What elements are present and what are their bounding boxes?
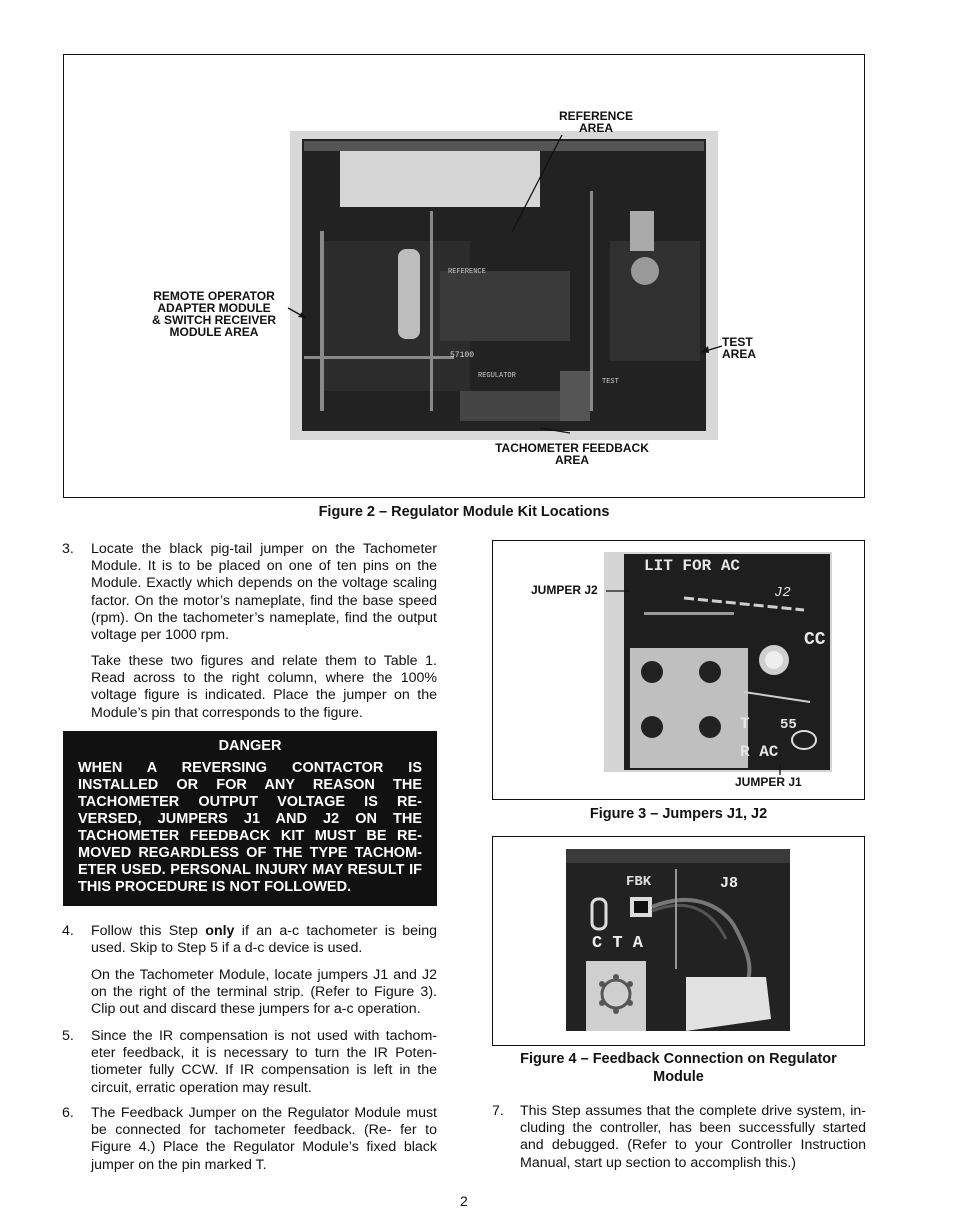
- figure-4-frame: [492, 836, 865, 1046]
- label-remote-operator-area: REMOTE OPERATOR ADAPTER MODULE & SWITCH …: [151, 289, 276, 339]
- danger-title: DANGER: [218, 738, 282, 754]
- figure-2-leader-lines: [287, 134, 723, 434]
- step-6-paragraph: The Feedback Jumper on the Regulator Mod…: [91, 1105, 437, 1173]
- label-tachometer-feedback-area: TACHOMETER FEEDBACK AREA: [495, 441, 649, 467]
- step-4-paragraph-1: Follow this Step only if an a-c tachomet…: [91, 923, 437, 957]
- photo-text-test: TEST: [602, 378, 619, 386]
- photo-text-cta: C T A: [592, 934, 644, 953]
- photo-text-j2: J2: [774, 585, 791, 601]
- photo-text-j8: J8: [720, 875, 738, 892]
- photo-text-rac: R AC: [740, 743, 779, 761]
- step-5-number: 5.: [62, 1028, 74, 1044]
- step-3-paragraph-1: Locate the black pig-tail jumper on the …: [91, 541, 437, 644]
- photo-text-part: 57100: [450, 351, 474, 360]
- figure-4-caption: Figure 4 – Feedback Connection on Regula…: [520, 1051, 837, 1085]
- step-5-paragraph: Since the IR compensation is not used wi…: [91, 1028, 437, 1096]
- label-jumper-j2: JUMPER J2: [531, 583, 598, 597]
- step-7-paragraph: This Step assumes that the complete driv…: [520, 1103, 866, 1171]
- figure-2-caption: Figure 2 – Regulator Module Kit Location…: [318, 504, 610, 520]
- step-4-text-bold: only: [205, 923, 235, 939]
- page-number: 2: [460, 1193, 468, 1209]
- step-7-number: 7.: [492, 1103, 504, 1119]
- danger-body: WHEN A REVERSING CONTACTOR IS INSTALLED …: [78, 760, 422, 895]
- step-4-number: 4.: [62, 923, 74, 939]
- label-reference-area: REFERENCE AREA: [558, 109, 633, 135]
- photo-text-regulator: REGULATOR: [478, 372, 517, 380]
- regulator-module-photo: REFERENCE REGULATOR TEST 57100: [290, 131, 718, 440]
- label-test-area: TEST AREA: [722, 335, 757, 361]
- step-3-number: 3.: [62, 541, 74, 557]
- danger-box: DANGER WHEN A REVERSING CONTACTOR IS INS…: [63, 731, 437, 906]
- feedback-connection-photo: FBK J8 C T A: [566, 849, 790, 1031]
- photo-text-fbk: FBK: [626, 874, 652, 890]
- photo-text-t: T: [740, 715, 750, 733]
- step-4-paragraph-2: On the Tachometer Module, locate jumpers…: [91, 967, 437, 1018]
- step-6-number: 6.: [62, 1105, 74, 1121]
- photo-text-top: LIT FOR AC: [644, 557, 740, 575]
- figure-2-frame: [63, 54, 865, 498]
- figure-3-frame: [492, 540, 865, 800]
- step-4-text-after: if an a-c tachometer is being used. Skip…: [91, 923, 437, 957]
- jumpers-photo: LIT FOR AC J2 CC T 55 R AC: [604, 552, 832, 772]
- photo-text-55: 55: [780, 717, 797, 733]
- photo-text-cc: CC: [804, 630, 826, 650]
- figure-3-leader-lines: [606, 590, 781, 775]
- figure-3-caption: Figure 3 – Jumpers J1, J2: [589, 806, 768, 822]
- step-4-text-before: Follow this Step: [91, 923, 206, 939]
- photo-text-reference: REFERENCE: [448, 268, 486, 276]
- step-3-paragraph-2: Take these two figures and relate them t…: [91, 653, 437, 721]
- label-jumper-j1: JUMPER J1: [735, 775, 802, 789]
